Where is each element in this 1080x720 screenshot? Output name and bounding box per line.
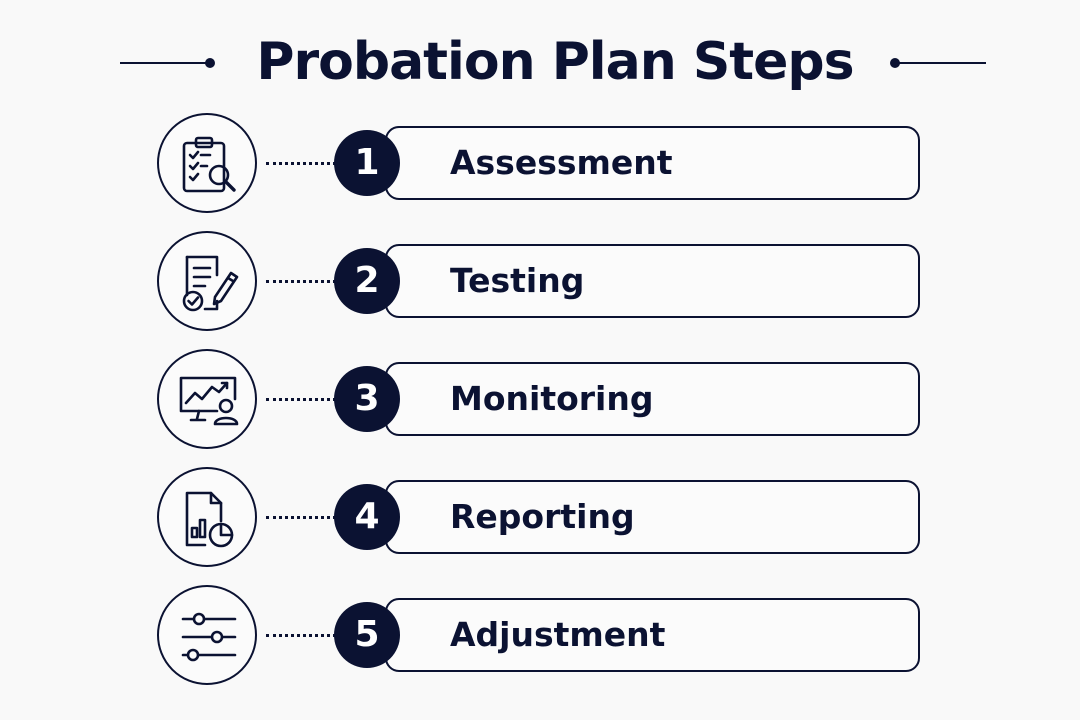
clipboard-checklist-magnifier-icon — [182, 136, 236, 193]
title-left-dot — [205, 58, 215, 68]
step-connector — [266, 280, 336, 283]
step-pill — [385, 244, 920, 318]
step-label: Testing — [450, 261, 585, 300]
sliders-icon — [181, 612, 237, 662]
title-right-line — [898, 62, 986, 64]
step-pill — [385, 598, 920, 672]
document-pencil-check-icon — [182, 255, 239, 312]
step-monitoring: 3 Monitoring — [0, 349, 1080, 453]
step-number-badge: 1 — [334, 130, 400, 196]
step-assessment: 1 Assessment — [0, 113, 1080, 217]
step-pill — [385, 362, 920, 436]
step-testing: 2 Testing — [0, 231, 1080, 335]
step-icon-circle — [157, 467, 257, 567]
step-label: Adjustment — [450, 615, 666, 654]
step-icon-circle — [157, 585, 257, 685]
step-reporting: 4 Reporting — [0, 467, 1080, 571]
step-number-badge: 5 — [334, 602, 400, 668]
report-bar-pie-chart-icon — [185, 491, 234, 548]
step-connector — [266, 634, 336, 637]
step-icon-circle — [157, 113, 257, 213]
step-connector — [266, 162, 336, 165]
step-adjustment: 5 Adjustment — [0, 585, 1080, 689]
step-pill — [385, 480, 920, 554]
step-pill — [385, 126, 920, 200]
title-left-line — [120, 62, 208, 64]
monitor-chart-person-icon — [179, 376, 239, 426]
step-icon-circle — [157, 231, 257, 331]
step-label: Reporting — [450, 497, 635, 536]
step-icon-circle — [157, 349, 257, 449]
title-right-dot — [890, 58, 900, 68]
step-number-badge: 3 — [334, 366, 400, 432]
step-label: Monitoring — [450, 379, 654, 418]
step-number-badge: 4 — [334, 484, 400, 550]
step-connector — [266, 398, 336, 401]
page-title: Probation Plan Steps — [256, 32, 854, 92]
step-label: Assessment — [450, 143, 673, 182]
step-connector — [266, 516, 336, 519]
step-number-badge: 2 — [334, 248, 400, 314]
title-row: Probation Plan Steps — [0, 22, 1080, 102]
